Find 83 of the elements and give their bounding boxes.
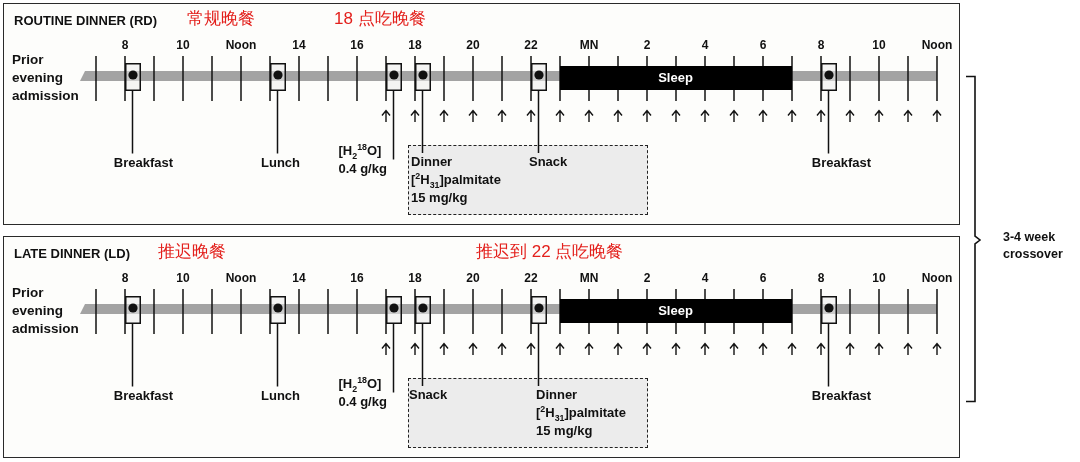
meal-label: Snack: [409, 386, 459, 404]
panel-heading: ROUTINE DINNER (RD): [14, 13, 157, 29]
dashed-frame: [407, 144, 648, 215]
meal-marker: [820, 62, 837, 91]
tick-label: Noon: [921, 270, 953, 286]
meal-label: Breakfast: [107, 386, 180, 405]
dose-label: [$^{2}$H$_{31}$]palmitate 15 mg/kg: [536, 404, 627, 440]
annotation-text: 推迟到 22 点吃晚餐: [476, 241, 624, 263]
leader-line: [276, 89, 279, 155]
meal-marker: [124, 62, 141, 91]
tick-label: Noon: [225, 270, 257, 286]
tick-label: 8: [121, 270, 129, 286]
meal-marker: [124, 295, 141, 324]
tick-label: 6: [759, 270, 767, 286]
tick-label: 20: [466, 37, 480, 53]
meal-marker: [385, 295, 402, 324]
meal-label: Lunch: [256, 386, 305, 405]
bracket-label: 3-4 week crossover: [1003, 229, 1064, 263]
meal-marker: [530, 295, 547, 324]
dose-label: [$^{2}$H$_{31}$]palmitate 15 mg/kg: [411, 171, 502, 207]
leader-line: [537, 322, 540, 387]
tick-label: 18: [408, 37, 422, 53]
meal-label: Breakfast: [805, 153, 878, 172]
tick-label: 20: [466, 270, 480, 286]
tick-label: Noon: [921, 37, 953, 53]
tick-label: MN: [579, 270, 599, 286]
tick-label: 2: [643, 270, 651, 286]
sleep-bar: Sleep: [559, 298, 792, 323]
tick-label: 4: [701, 37, 709, 53]
tick-label: 8: [121, 37, 129, 53]
annotation-text: 常规晚餐: [187, 8, 255, 30]
dashed-frame: [407, 377, 648, 448]
meal-marker: [414, 62, 431, 91]
tick-label: 16: [350, 270, 364, 286]
meal-marker: [269, 62, 286, 91]
leader-line: [276, 322, 279, 388]
leader-line: [392, 322, 395, 394]
panel-heading: LATE DINNER (LD): [14, 246, 131, 262]
tick-label: 8: [817, 270, 825, 286]
meal-label: Lunch: [256, 153, 305, 172]
panel: [3, 3, 960, 225]
tick-label: 10: [872, 270, 886, 286]
meal-marker: [385, 62, 402, 91]
dose-label: [H$_{2}$$^{18}$O] 0.4 g/kg: [338, 374, 393, 411]
axis-label: Prior evening admission: [12, 284, 80, 338]
tick-label: 22: [524, 37, 538, 53]
tick-label: 6: [759, 37, 767, 53]
panel: [3, 236, 960, 458]
tick-label: 16: [350, 37, 364, 53]
annotation-text: 推迟晚餐: [158, 241, 226, 263]
tick-label: MN: [579, 37, 599, 53]
meal-label: Breakfast: [805, 386, 878, 405]
leader-line: [827, 322, 830, 388]
meal-label: Dinner: [411, 153, 454, 171]
meal-marker: [269, 295, 286, 324]
meal-label: Breakfast: [107, 153, 180, 172]
dose-label: [H$_{2}$$^{18}$O] 0.4 g/kg: [338, 141, 393, 178]
leader-line: [421, 89, 424, 154]
axis-label: Prior evening admission: [12, 51, 80, 105]
tick-label: 18: [408, 270, 422, 286]
tick-label: 10: [176, 270, 190, 286]
tick-label: 22: [524, 270, 538, 286]
tick-label: 4: [701, 270, 709, 286]
meal-marker: [414, 295, 431, 324]
leader-line: [537, 89, 540, 154]
tick-label: 14: [292, 270, 306, 286]
leader-line: [392, 89, 395, 161]
leader-line: [827, 89, 830, 155]
meal-label: Dinner: [536, 386, 579, 404]
meal-marker: [530, 62, 547, 91]
tick-label: 10: [872, 37, 886, 53]
annotation-text: 18 点吃晚餐: [334, 8, 426, 30]
tick-label: 10: [176, 37, 190, 53]
meal-label: Snack: [529, 153, 579, 171]
tick-label: 2: [643, 37, 651, 53]
leader-line: [131, 89, 134, 155]
meal-marker: [820, 295, 837, 324]
leader-line: [421, 322, 424, 387]
tick-label: 14: [292, 37, 306, 53]
sleep-bar: Sleep: [559, 65, 792, 90]
leader-line: [131, 322, 134, 388]
tick-label: Noon: [225, 37, 257, 53]
tick-label: 8: [817, 37, 825, 53]
